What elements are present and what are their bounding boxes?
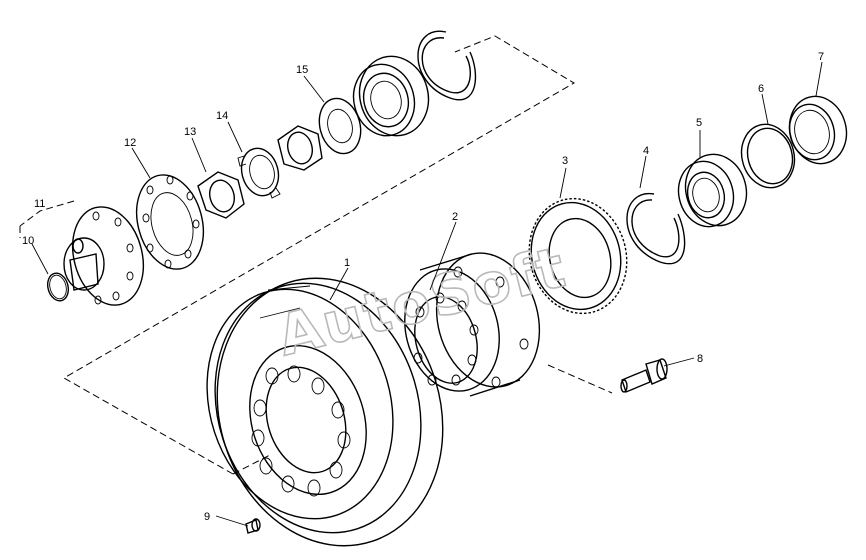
outer-bearing-part — [352, 55, 430, 137]
callout-labels: 1 2 3 4 5 6 7 8 9 10 11 12 13 14 15 — [22, 51, 824, 523]
callout-7: 7 — [818, 51, 824, 63]
callout-12: 12 — [124, 137, 136, 149]
oil-seal-part — [788, 95, 848, 165]
callout-5: 5 — [696, 117, 702, 129]
snap-ring-part — [626, 193, 686, 265]
gasket-holes — [142, 175, 200, 269]
callout-1: 1 — [344, 257, 350, 269]
callout-2: 2 — [452, 211, 458, 223]
seal-ring-part — [740, 123, 796, 189]
callout-10: 10 — [22, 235, 34, 247]
drive-flange-part — [63, 206, 144, 306]
callout-9: 9 — [204, 511, 210, 523]
callout-6: 6 — [758, 83, 764, 95]
callout-15: 15 — [296, 64, 308, 76]
callout-3: 3 — [562, 155, 568, 167]
lock-washer-part — [237, 147, 281, 199]
callout-14: 14 — [216, 110, 228, 122]
callout-11: 11 — [34, 198, 45, 210]
nut-part — [197, 171, 245, 219]
gasket-part — [135, 174, 205, 270]
callout-13: 13 — [184, 126, 196, 138]
callout-leader-lines — [31, 61, 823, 527]
o-ring-part — [46, 272, 70, 302]
wheel-hub-part — [404, 252, 541, 397]
disc-bolt-holes — [251, 365, 351, 497]
callout-8: 8 — [697, 353, 703, 365]
screw-part — [245, 518, 261, 534]
adjusting-nut-part — [277, 97, 362, 171]
brake-disc-part — [206, 277, 444, 547]
outer-snap-ring-part — [417, 30, 477, 101]
wheel-stud-part — [620, 358, 668, 393]
flange-bolt-holes — [92, 211, 134, 305]
callout-4: 4 — [643, 145, 649, 157]
hub-stud-holes — [413, 266, 529, 388]
tone-ring-part — [528, 197, 628, 315]
inner-bearing-part — [677, 153, 748, 228]
